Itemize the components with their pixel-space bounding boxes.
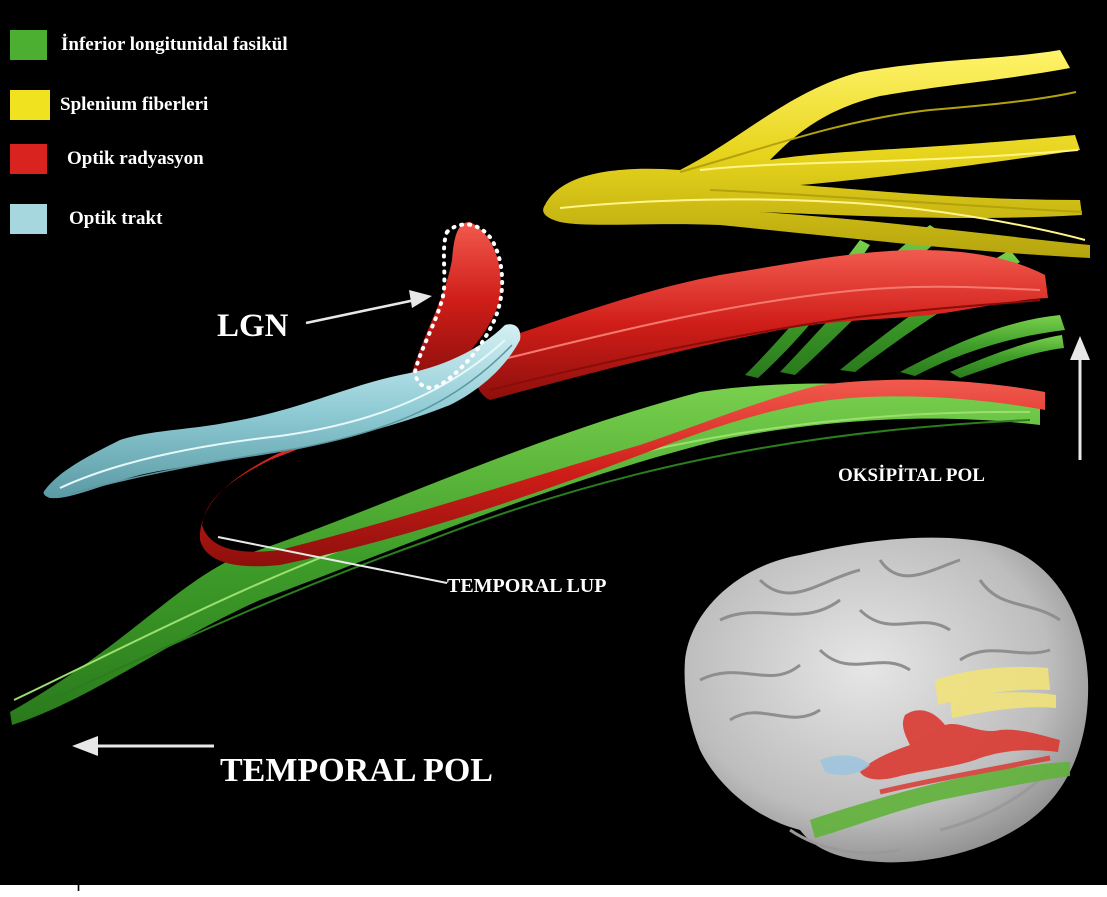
legend-label: Optik radyasyon [67,148,204,170]
legend-swatch-cyan [10,204,47,234]
legend-item-inferior-longitudinal: İnferior longitunidal fasikül [10,30,288,60]
brain-inset-image [685,538,1089,863]
occipital-pole-label: OKSİPİTAL POL [838,465,985,487]
lgn-pointer-arrow [306,290,432,323]
legend-swatch-yellow [10,90,50,120]
legend-item-optic-tract: Optik trakt [10,204,162,234]
legend-label: Splenium fiberleri [60,94,208,116]
legend-label: Optik trakt [69,208,162,230]
legend-item-optic-radiation: Optik radyasyon [10,144,204,174]
legend-label: İnferior longitunidal fasikül [61,34,288,56]
temporal-pole-label: TEMPORAL POL [220,752,493,790]
lgn-label: LGN [217,308,289,345]
splenium-fibers-bundle [543,50,1090,258]
bottom-strip: İ [0,885,1107,897]
clipped-text-fragment: İ [76,876,81,896]
temporal-loop-label: TEMPORAL LUP [447,575,606,598]
legend-swatch-green [10,30,47,60]
occipital-pole-arrow [1070,336,1090,460]
temporal-pole-arrow [72,736,214,756]
legend-item-splenium: Splenium fiberleri [10,90,208,120]
legend-swatch-red [10,144,47,174]
optic-radiation-bundle [200,222,1048,566]
